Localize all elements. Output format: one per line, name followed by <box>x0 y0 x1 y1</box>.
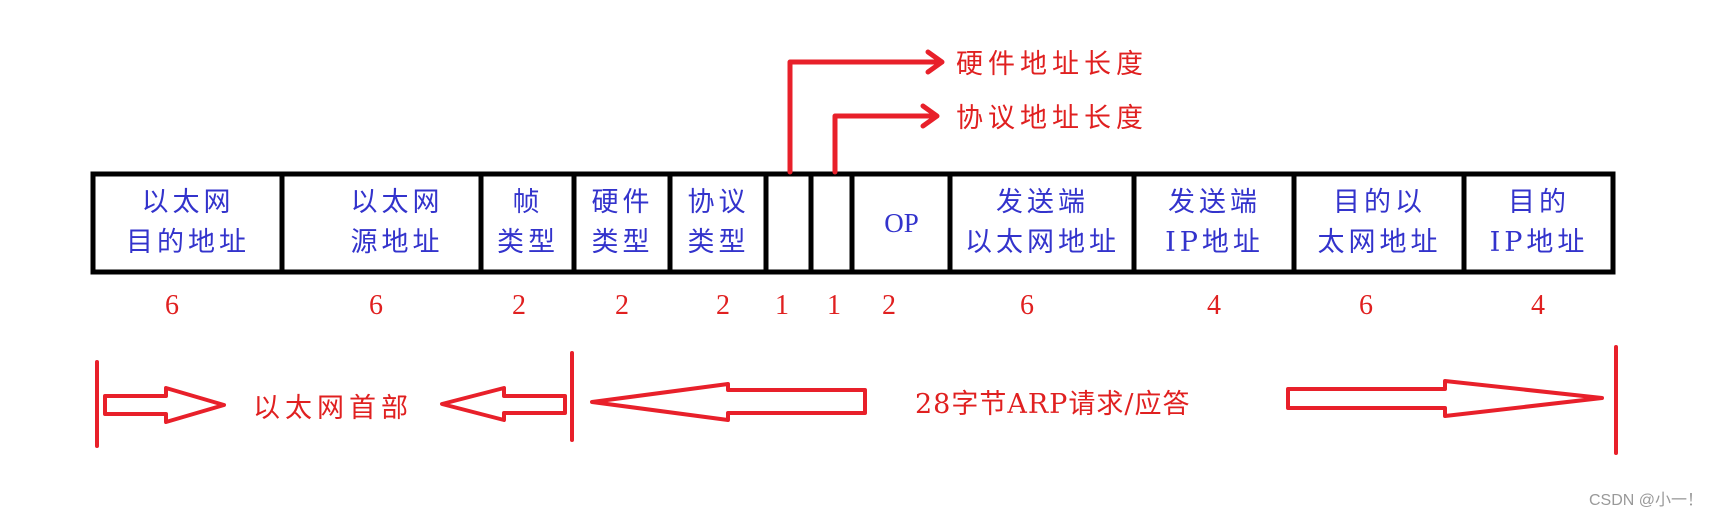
byte-count: 1 <box>775 290 789 321</box>
field-label-line2: 类型 <box>591 227 654 258</box>
field-ethernet-dest-address: 以太网 目的地址 <box>96 172 280 274</box>
ethernet-header-label: 以太网首部 <box>253 393 413 424</box>
field-label-line1: 目的以 <box>1333 187 1426 218</box>
protocol-len-arrowhead-icon <box>920 103 940 129</box>
field-label-line1: OP <box>884 208 919 238</box>
field-label-line2: 源地址 <box>350 227 444 258</box>
field-label-line1: 发送端 <box>1168 187 1261 218</box>
hardware-address-length-label: 硬件地址长度 <box>956 49 1148 80</box>
field-label-line2: 目的地址 <box>126 227 250 258</box>
byte-count: 2 <box>716 290 730 321</box>
byte-count: 2 <box>882 290 896 321</box>
protocol-address-length-label: 协议地址长度 <box>956 103 1148 134</box>
field-frame-type: 帧 类型 <box>484 172 572 274</box>
byte-count: 2 <box>615 290 629 321</box>
byte-count: 6 <box>165 290 179 321</box>
field-label-line2: IP地址 <box>1165 227 1264 258</box>
byte-count: 2 <box>512 290 526 321</box>
arp-body-right-arrow-icon <box>1286 379 1604 418</box>
field-protocol-type: 协议 类型 <box>673 172 764 274</box>
ethernet-header-left-arrow-icon <box>440 386 567 422</box>
field-target-ethernet-address: 目的以 太网地址 <box>1297 172 1462 274</box>
field-label-line1: 以太网 <box>350 187 444 218</box>
column-dividers <box>279 174 1467 274</box>
field-label-line2: IP地址 <box>1489 227 1589 258</box>
watermark: CSDN @小一！ <box>1588 492 1703 509</box>
field-label-line2: 以太网地址 <box>965 227 1120 258</box>
byte-count: 4 <box>1207 290 1221 321</box>
protocol-len-arrow-line <box>832 113 938 175</box>
field-label-line1: 硬件 <box>591 187 654 218</box>
field-target-ip-address: 目的 IP地址 <box>1467 172 1611 274</box>
byte-count: 1 <box>827 290 841 321</box>
byte-count: 6 <box>1020 290 1034 321</box>
field-label-line2: 类型 <box>497 227 559 258</box>
field-hardware-type: 硬件 类型 <box>577 172 668 274</box>
field-sender-ip-address: 发送端 IP地址 <box>1137 172 1292 274</box>
field-label-line1: 发送端 <box>996 187 1089 218</box>
byte-count: 6 <box>1359 290 1373 321</box>
field-label-line1: 目的 <box>1508 187 1570 218</box>
field-protocol-address-length <box>814 172 850 274</box>
field-hardware-address-length <box>769 172 809 274</box>
field-sender-ethernet-address: 发送端 以太网地址 <box>953 172 1132 274</box>
hardware-len-arrow-line <box>787 59 943 175</box>
byte-count: 6 <box>369 290 383 321</box>
arp-body-left-arrow-icon <box>590 382 867 422</box>
field-label-line1: 以太网 <box>141 187 235 218</box>
field-ethernet-src-address: 以太网 源地址 <box>285 172 479 274</box>
hardware-len-arrowhead-icon <box>925 49 945 75</box>
field-label-line1: 帧 <box>512 187 544 218</box>
field-op: OP <box>855 172 948 274</box>
ethernet-header-right-arrow-icon <box>103 386 226 424</box>
field-label-line2: 太网地址 <box>1317 227 1442 258</box>
byte-count: 4 <box>1531 290 1545 321</box>
field-label-line2: 类型 <box>687 227 750 258</box>
arp-body-label: 28字节ARP请求/应答 <box>915 389 1191 420</box>
field-label-line1: 协议 <box>687 187 750 218</box>
